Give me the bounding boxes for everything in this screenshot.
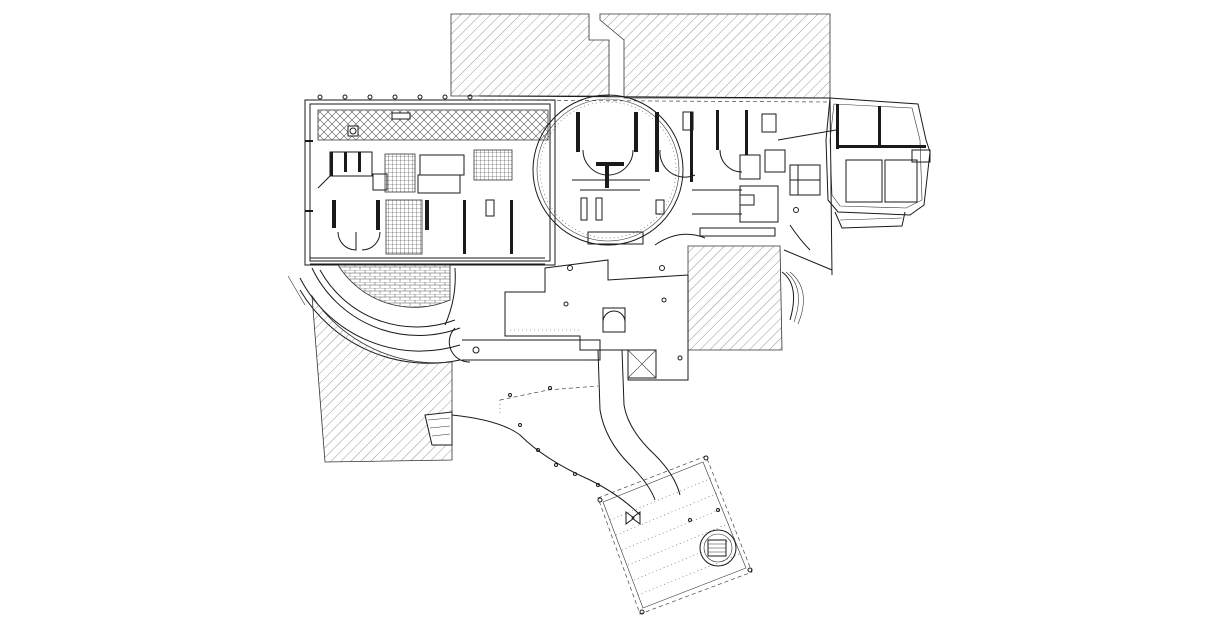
pavilion-post-markers [597, 455, 753, 615]
north-hatched-block-left [450, 13, 610, 97]
pavilion-deck [597, 455, 753, 615]
curved-ramp [451, 349, 681, 516]
west-terrace-crosshatch [317, 109, 549, 141]
southeast-hatched-lot [687, 245, 804, 351]
north-colonnade [317, 94, 473, 100]
east-wing [777, 97, 931, 271]
entrance-court [448, 259, 689, 381]
southwest-hatched-lot [311, 294, 453, 463]
spiral-stair [699, 529, 737, 567]
north-hatched-block-right [599, 13, 831, 99]
west-wing [304, 94, 556, 266]
